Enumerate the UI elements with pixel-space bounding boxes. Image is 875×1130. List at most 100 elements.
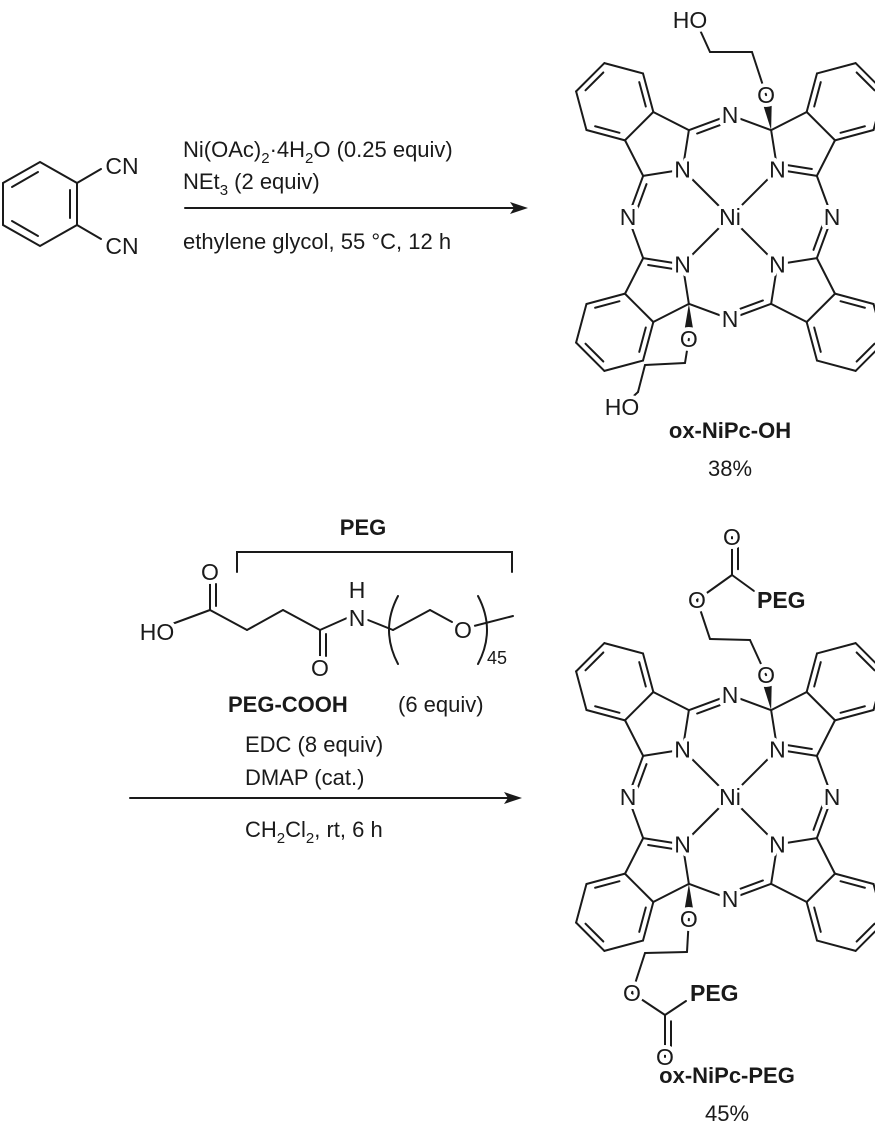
single-bond <box>627 216 645 260</box>
single-bond <box>770 709 779 751</box>
benzo-ring-bond <box>833 129 875 142</box>
reagent-dmap: DMAP (cat.) <box>245 765 364 790</box>
single-bond <box>637 364 646 393</box>
reagent-edc: EDC (8 equiv) <box>245 732 383 757</box>
fused-bond <box>624 111 655 142</box>
single-bond <box>687 302 731 320</box>
benzo-ring-bond <box>603 939 645 952</box>
benzo-ring-bond <box>833 292 875 305</box>
aromatic-double-bond <box>638 906 647 933</box>
aromatic-double-bond <box>638 326 647 353</box>
imine-double-bond <box>815 216 833 260</box>
double-bond-inner-line <box>733 299 764 313</box>
bonds <box>2 29 875 1058</box>
reaction2-conditions: CH2Cl2, rt, 6 h <box>245 817 383 847</box>
single-bond <box>681 263 690 305</box>
ether-oxygen-label: O <box>757 82 775 108</box>
single-bond <box>770 111 808 132</box>
benzo-ring-bond <box>854 350 875 372</box>
benzo-ring-bond <box>805 72 818 114</box>
single-bond <box>699 29 711 53</box>
single-bond <box>681 129 690 171</box>
double-bond-inner-line <box>783 163 813 171</box>
reaction-arrow-2 <box>129 792 522 804</box>
single-bond <box>815 719 836 757</box>
benzo-ring-bond <box>575 882 588 924</box>
aromatic-double-bond <box>839 125 866 134</box>
double-bond-inner-line <box>812 220 826 251</box>
reagent-triethylamine: NEt3 (2 equiv) <box>183 169 320 199</box>
benzo-ring-bond <box>575 62 606 93</box>
meso-nitrogen-label: N <box>722 682 739 708</box>
benzo-ring-bond <box>603 642 645 655</box>
single-bond <box>815 174 833 218</box>
benzo-ring-bond <box>805 900 818 942</box>
aromatic-double-bond <box>813 661 822 688</box>
aromatic-double-bond <box>594 300 621 309</box>
single-bond <box>642 168 684 177</box>
amide-oxygen-label: O <box>311 655 329 681</box>
aromatic-double-bond <box>839 880 866 889</box>
meso-nitrogen-label: N <box>722 306 739 332</box>
single-bond <box>652 691 690 712</box>
single-bond <box>652 111 690 132</box>
single-bond <box>696 599 711 640</box>
single-bond <box>686 917 690 953</box>
fused-bond <box>624 292 655 323</box>
benzo-ring-bond <box>815 642 857 655</box>
single-bond <box>624 837 645 875</box>
single-bond <box>621 391 639 408</box>
imine-double-bond <box>642 837 684 846</box>
fused-bond <box>805 691 836 722</box>
meso-nitrogen-label: N <box>722 102 739 128</box>
imine-double-bond <box>815 796 833 840</box>
single-bond <box>776 257 818 266</box>
single-bond <box>631 992 666 1016</box>
benzo-ring-bond <box>585 709 627 722</box>
product1-name: ox-NiPc-OH <box>669 418 791 443</box>
single-bond <box>770 302 808 323</box>
single-bond <box>729 114 773 132</box>
single-bond <box>770 129 779 171</box>
aromatic-double-bond <box>839 300 866 309</box>
repeat-unit-right-paren <box>477 595 488 665</box>
double-bond-inner-line <box>812 800 826 831</box>
aromatic-double-bond <box>584 342 605 363</box>
benzo-ring-bond <box>585 292 627 305</box>
single-bond <box>652 302 690 323</box>
benzo-ring-bond <box>575 670 588 712</box>
ni-n-bond <box>729 168 779 218</box>
benzo-ring-bond <box>642 320 655 362</box>
benzo-ring-bond <box>642 652 655 694</box>
imine-double-bond <box>729 302 773 320</box>
isoindole-nitrogen-label: N <box>769 251 786 277</box>
ether-oxygen-label: O <box>454 617 472 643</box>
imine-double-bond <box>642 257 684 266</box>
single-bond <box>624 139 645 177</box>
isoindole-nitrogen-label: N <box>769 157 786 183</box>
benzo-ring-bond <box>854 930 875 952</box>
benzo-ring-bond <box>575 302 588 344</box>
ether-oxygen-label: O <box>680 326 698 352</box>
single-bond <box>815 139 836 177</box>
ni-n-bond <box>729 748 779 798</box>
single-bond <box>776 837 818 846</box>
peg-end-group-label: PEG <box>690 980 739 1006</box>
benzo-ring-bond <box>603 359 645 372</box>
benzo-ring-bond <box>815 62 857 75</box>
benzo-ring-bond <box>575 90 588 132</box>
carbonyl-oxygen-label: O <box>201 559 219 585</box>
hydroxyl-label: HO <box>673 7 708 33</box>
benzo-ring-bond <box>575 642 606 673</box>
single-bond <box>681 709 690 751</box>
ni-n-bond <box>681 168 731 218</box>
benzo-ring-bond <box>854 642 875 664</box>
wedge-bond <box>763 105 772 131</box>
aromatic-double-bond <box>855 651 875 672</box>
single-bond <box>770 691 808 712</box>
single-bond <box>770 263 779 305</box>
single-bond <box>731 574 755 592</box>
isoindole-nitrogen-label: N <box>674 251 691 277</box>
ni-n-bond <box>681 796 731 846</box>
